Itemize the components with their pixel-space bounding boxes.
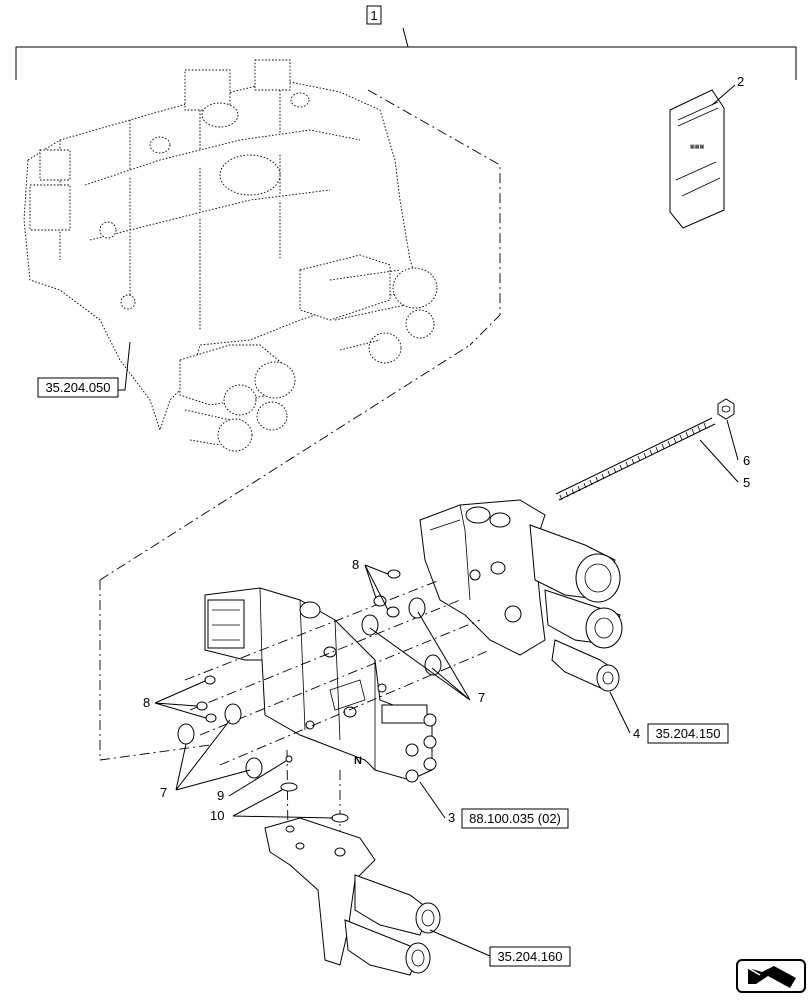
callout-6[interactable]: 6: [726, 419, 750, 468]
actuator-section: [419, 499, 623, 692]
svg-text:9: 9: [217, 788, 224, 803]
reference-35-204-160[interactable]: 35.204.160: [429, 929, 571, 967]
callout-8-left[interactable]: 8: [143, 680, 207, 719]
svg-text:5: 5: [743, 475, 750, 490]
svg-text:35.204.050: 35.204.050: [45, 380, 110, 395]
callout-4[interactable]: 4 35.204.150: [609, 691, 729, 744]
callout-2[interactable]: 2: [711, 74, 744, 106]
callout-5[interactable]: 5: [699, 439, 750, 490]
callout-1[interactable]: 1: [366, 5, 382, 25]
svg-text:3: 3: [448, 810, 455, 825]
svg-text:10: 10: [210, 808, 224, 823]
svg-text:N: N: [354, 755, 362, 767]
hex-nut: [717, 398, 735, 420]
svg-text:8: 8: [143, 695, 150, 710]
svg-text:1: 1: [370, 8, 377, 23]
svg-text:6: 6: [743, 453, 750, 468]
reference-35-204-050[interactable]: 35.204.050: [37, 341, 131, 398]
svg-text:8: 8: [352, 557, 359, 572]
end-plate: [264, 817, 441, 976]
svg-text:7: 7: [478, 690, 485, 705]
svg-text:35.204.160: 35.204.160: [497, 949, 562, 964]
svg-text:4: 4: [633, 726, 640, 741]
alignment-lines: [99, 344, 491, 841]
callout-10[interactable]: 10: [210, 789, 334, 823]
callout-9[interactable]: 9: [217, 760, 287, 803]
svg-text:35.204.150: 35.204.150: [655, 726, 720, 741]
instruction-booklet: ▦▦▦: [669, 89, 725, 229]
callout-3[interactable]: 3 88.100.035 (02): [419, 781, 569, 829]
svg-text:88.100.035 (02): 88.100.035 (02): [469, 811, 561, 826]
valve-assembly-illustration: [23, 59, 438, 452]
svg-text:2: 2: [737, 74, 744, 89]
svg-text:7: 7: [160, 785, 167, 800]
tie-rod: [555, 417, 716, 501]
callout-7-left[interactable]: 7: [160, 719, 251, 800]
assembly-bracket: [15, 27, 797, 80]
navigation-arrow-icon[interactable]: [736, 959, 806, 993]
assembly-outline: [99, 89, 501, 760]
valve-section: N: [204, 587, 437, 783]
callout-7-right[interactable]: 7: [369, 611, 485, 705]
svg-text:▦▦▦: ▦▦▦: [690, 144, 704, 150]
callout-8-upper[interactable]: 8: [352, 557, 389, 611]
